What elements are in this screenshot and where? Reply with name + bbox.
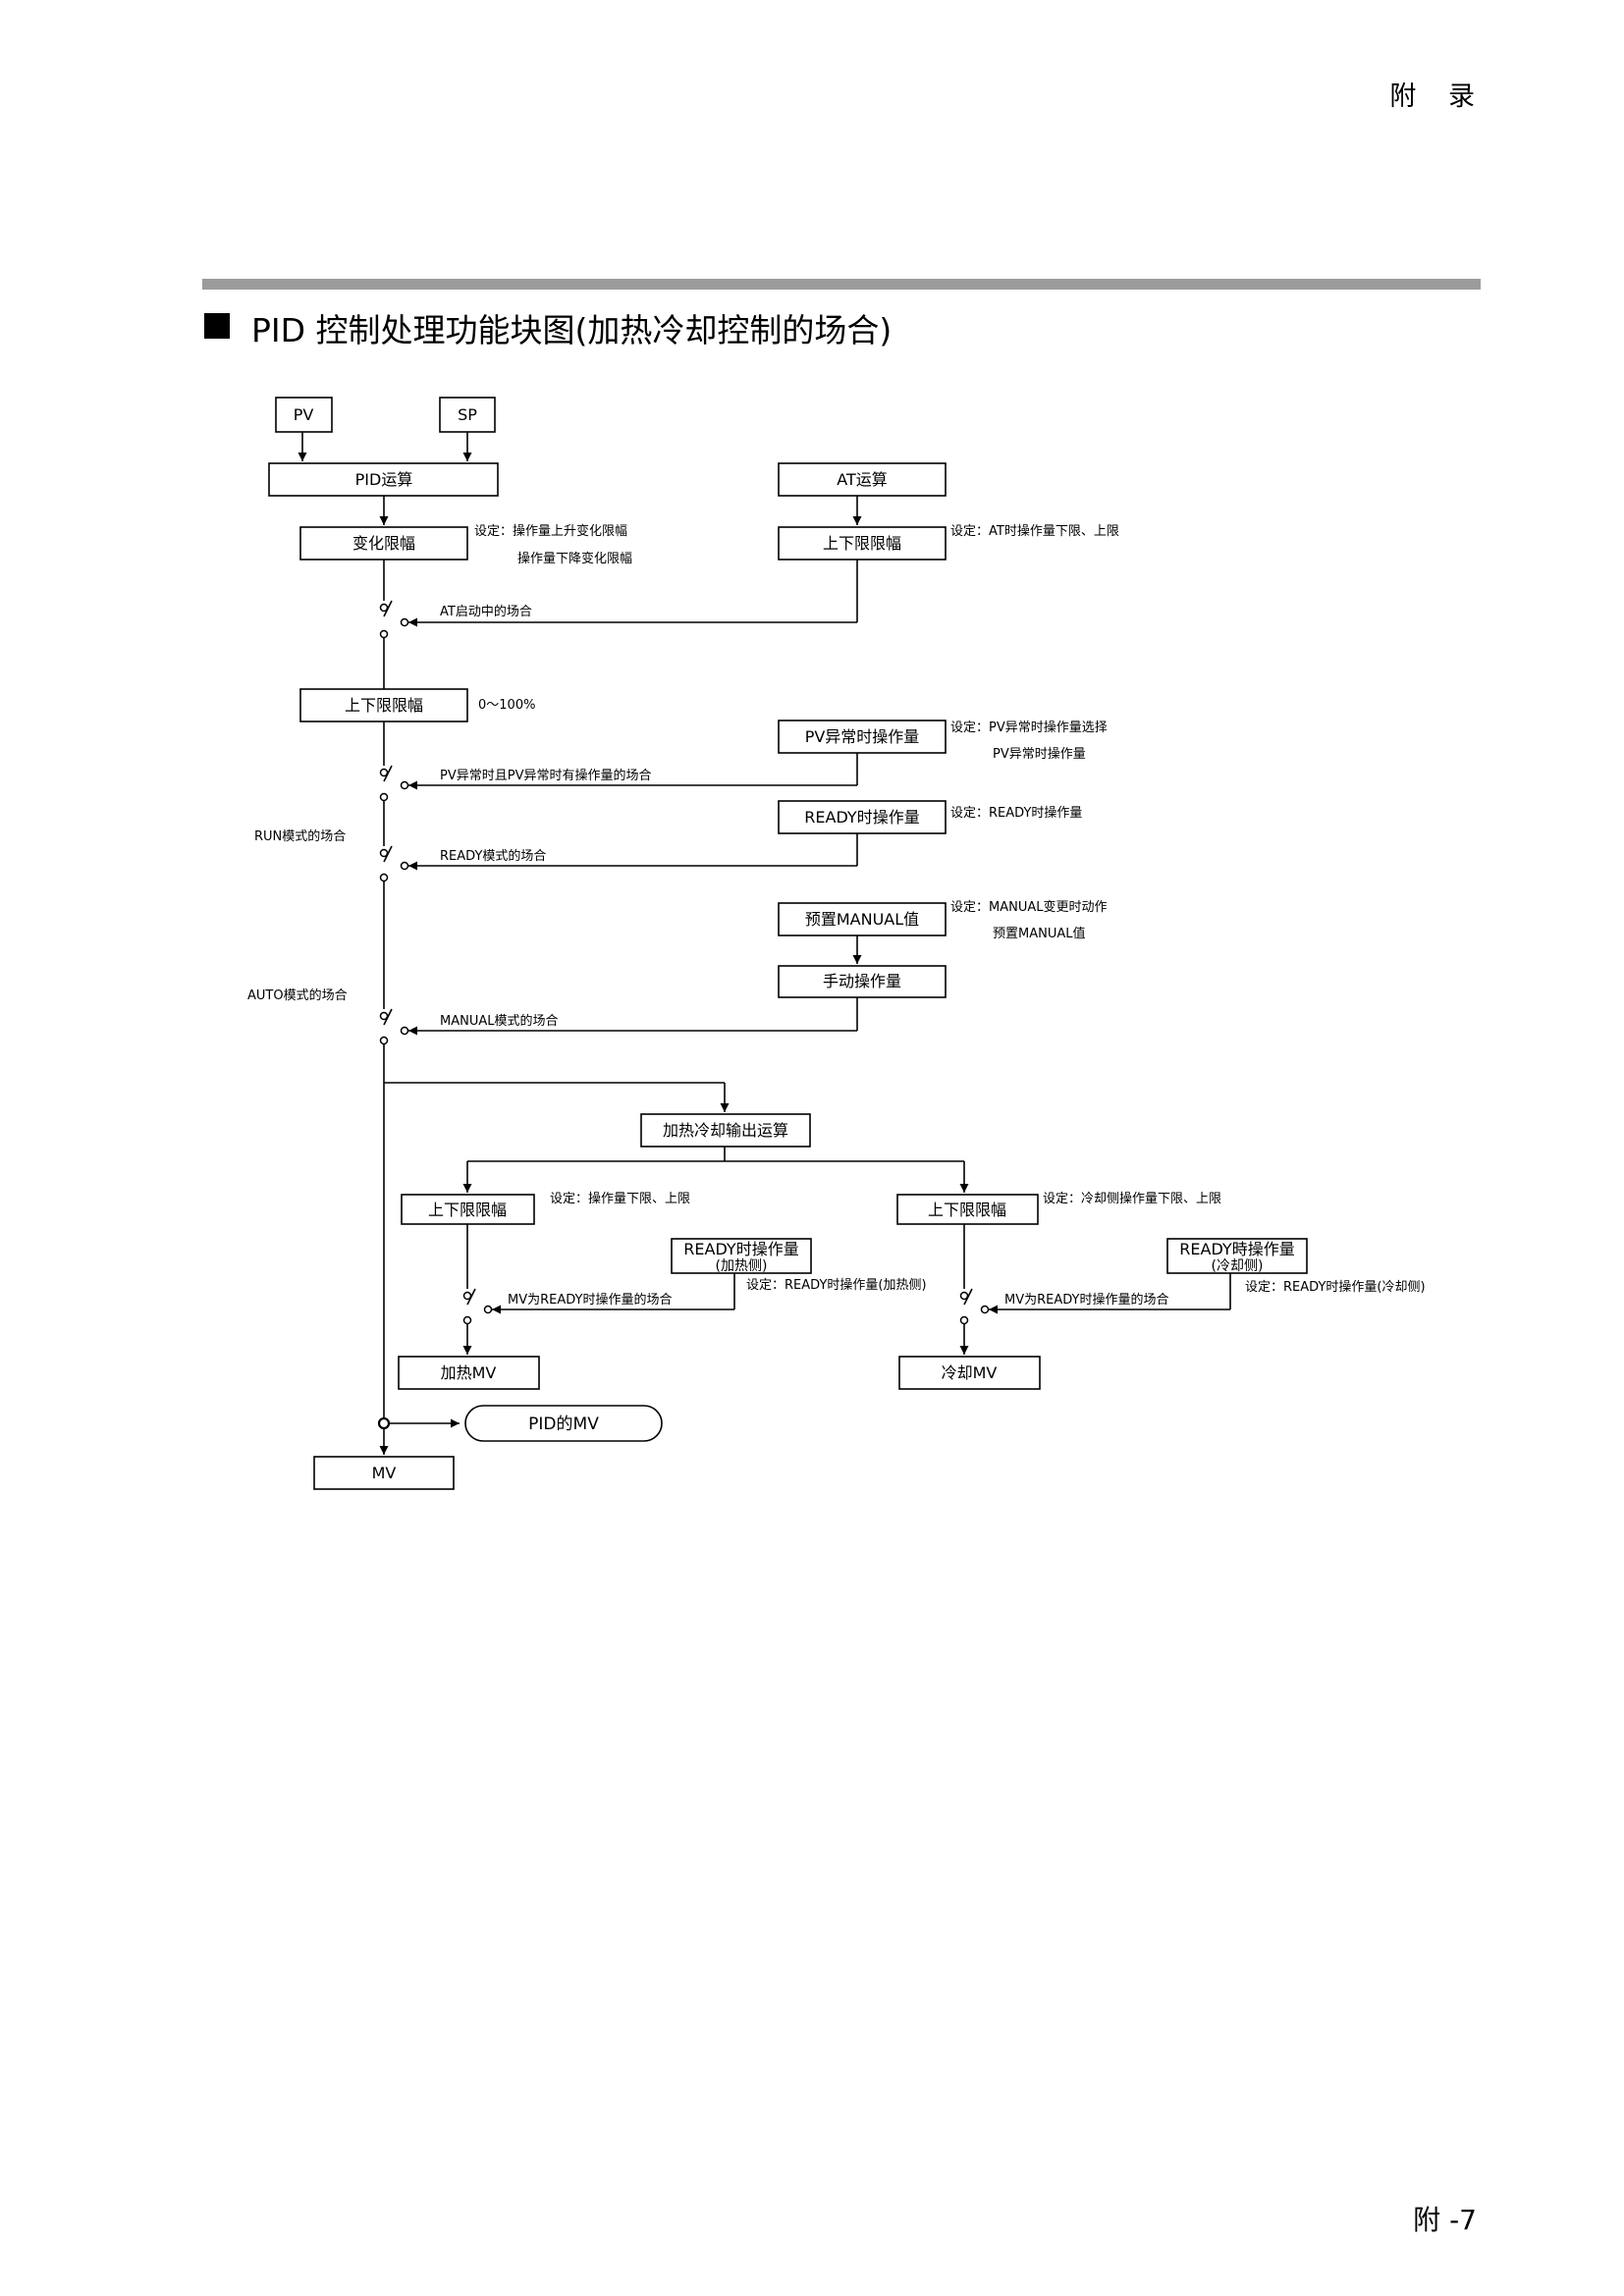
switch-contact bbox=[379, 848, 389, 858]
sp-box bbox=[439, 397, 496, 433]
note-cool-ready-case: MV为READY时操作量的场合 bbox=[1004, 1292, 1169, 1308]
output-junction bbox=[377, 1416, 391, 1430]
note-ready-set: 设定：READY时操作量 bbox=[950, 805, 1082, 821]
at-limit-label: 上下限限幅 bbox=[823, 534, 901, 553]
sp-label: SP bbox=[458, 405, 477, 424]
note-auto-mode: AUTO模式的场合 bbox=[247, 988, 348, 1003]
pid-mv-terminal bbox=[464, 1405, 663, 1442]
switch-contact bbox=[400, 861, 409, 871]
mv-box bbox=[313, 1456, 455, 1490]
note-rate-limit-1: 设定：操作量上升变化限幅 bbox=[474, 523, 627, 539]
switch-contact bbox=[379, 1011, 389, 1021]
pv-box bbox=[275, 397, 333, 433]
pid-calc-label: PID运算 bbox=[355, 470, 413, 489]
note-heat-ready-case: MV为READY时操作量的场合 bbox=[508, 1292, 673, 1308]
switch-contact bbox=[959, 1291, 969, 1301]
switch-contact bbox=[462, 1291, 472, 1301]
note-cool-ready-set: 设定：READY时操作量(冷却侧) bbox=[1245, 1279, 1426, 1295]
ready-heat-label-2: (加热侧) bbox=[716, 1258, 768, 1274]
section-header: 附 录 bbox=[1389, 81, 1487, 112]
preset-manual-box bbox=[778, 902, 947, 936]
ready-cool-box bbox=[1166, 1238, 1308, 1274]
ready-cool-label-2: (冷却侧) bbox=[1212, 1258, 1264, 1274]
note-pv-abn-2: PV异常时操作量 bbox=[993, 746, 1086, 762]
mv-label: MV bbox=[372, 1464, 397, 1482]
note-manual-set-1: 设定：MANUAL变更时动作 bbox=[950, 899, 1108, 915]
ready-mv-box bbox=[778, 800, 947, 834]
heatcool-calc-box bbox=[640, 1113, 811, 1148]
title-square-bullet bbox=[204, 313, 230, 339]
note-cool-limit-set: 设定：冷却侧操作量下限、上限 bbox=[1043, 1191, 1221, 1206]
switch-contact bbox=[379, 873, 389, 882]
note-manual-set-2: 预置MANUAL值 bbox=[993, 926, 1086, 941]
note-rate-limit-2: 操作量下降变化限幅 bbox=[517, 551, 632, 566]
switch-contact bbox=[379, 629, 389, 639]
ready-mv-label: READY时操作量 bbox=[804, 808, 919, 827]
note-at-limit: 设定：AT时操作量下限、上限 bbox=[950, 523, 1119, 539]
switch-contact bbox=[462, 1315, 472, 1325]
switch-contact bbox=[379, 792, 389, 802]
note-at-case: AT启动中的场合 bbox=[440, 604, 532, 619]
cool-limit-box bbox=[896, 1194, 1039, 1225]
heat-limit-label: 上下限限幅 bbox=[428, 1201, 507, 1219]
note-manual-case: MANUAL模式的场合 bbox=[440, 1013, 559, 1029]
note-ready-case: READY模式的场合 bbox=[440, 848, 546, 864]
switch-contact bbox=[379, 768, 389, 777]
note-pv-abn-case: PV异常时且PV异常时有操作量的场合 bbox=[440, 768, 651, 783]
note-heat-ready-set: 设定：READY时操作量(加热侧) bbox=[746, 1277, 927, 1293]
switch-contact bbox=[400, 780, 409, 790]
at-calc-box bbox=[778, 462, 947, 497]
switch-contact bbox=[980, 1305, 990, 1314]
cool-mv-label: 冷却MV bbox=[942, 1363, 998, 1382]
note-run-mode: RUN模式的场合 bbox=[254, 828, 346, 844]
note-heat-limit-set: 设定：操作量下限、上限 bbox=[550, 1191, 690, 1206]
at-calc-label: AT运算 bbox=[837, 470, 887, 489]
switch-contact bbox=[379, 603, 389, 613]
rate-limit-label: 变化限幅 bbox=[352, 534, 415, 553]
preset-manual-label: 预置MANUAL值 bbox=[805, 910, 919, 929]
pv-label: PV bbox=[294, 405, 314, 424]
limit-box bbox=[299, 688, 468, 722]
manual-op-label: 手动操作量 bbox=[823, 972, 901, 990]
page-number: 附 -7 bbox=[1413, 2204, 1477, 2236]
ready-heat-box bbox=[671, 1238, 812, 1274]
ready-heat-label-1: READY时操作量 bbox=[683, 1240, 798, 1258]
pv-abnormal-label: PV异常时操作量 bbox=[805, 727, 920, 746]
at-limit-box bbox=[778, 526, 947, 561]
cool-mv-box bbox=[898, 1356, 1041, 1390]
switch-contact bbox=[959, 1315, 969, 1325]
heat-mv-label: 加热MV bbox=[441, 1363, 497, 1382]
heatcool-calc-label: 加热冷却输出运算 bbox=[663, 1121, 788, 1140]
page-title: PID 控制处理功能块图(加热冷却控制的场合) bbox=[251, 311, 893, 349]
switch-contact bbox=[483, 1305, 493, 1314]
ready-cool-label-1: READY時操作量 bbox=[1179, 1240, 1294, 1258]
heat-mv-box bbox=[398, 1356, 540, 1390]
limit-label: 上下限限幅 bbox=[345, 696, 423, 715]
cool-limit-label: 上下限限幅 bbox=[928, 1201, 1006, 1219]
switch-contact bbox=[400, 617, 409, 627]
switch-contact bbox=[400, 1026, 409, 1036]
rate-limit-box bbox=[299, 526, 468, 561]
pv-abnormal-box bbox=[778, 720, 947, 754]
heat-limit-box bbox=[401, 1194, 535, 1225]
pid-mv-label: PID的MV bbox=[528, 1415, 599, 1434]
note-range: 0～100% bbox=[478, 698, 535, 713]
note-pv-abn-1: 设定：PV异常时操作量选择 bbox=[950, 720, 1108, 735]
title-rule bbox=[202, 279, 1481, 290]
switch-contact bbox=[379, 1036, 389, 1045]
manual-op-box bbox=[778, 965, 947, 998]
pid-calc-box bbox=[268, 462, 499, 497]
